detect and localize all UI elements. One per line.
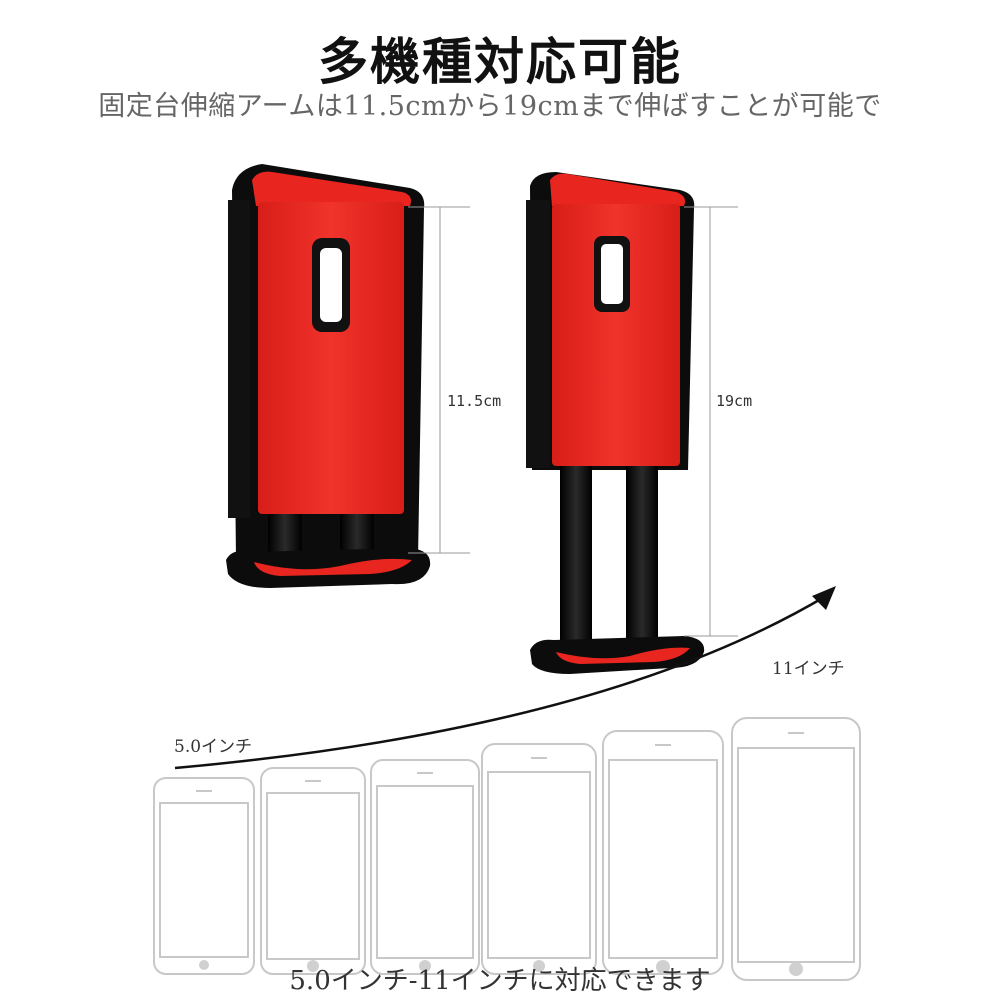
holder-short-length-label: 11.5cm: [447, 392, 502, 410]
phone-row: [153, 717, 861, 981]
phone-icon: [731, 717, 861, 981]
compatibility-caption: 5.0インチ-11インチに対応できます: [289, 966, 711, 996]
phone-icon: [260, 767, 366, 975]
phone-icon: [602, 730, 724, 975]
holder-long: [526, 172, 738, 674]
arrow-head-icon: [812, 586, 836, 610]
holder-long-length-label: 19cm: [716, 392, 753, 410]
arrow-end-label: 11インチ: [772, 659, 845, 679]
phone-icon: [481, 743, 597, 975]
phone-icon: [370, 759, 480, 975]
size-range-arrow: [174, 594, 827, 770]
phone-home-buttons: [199, 960, 803, 976]
page-subtitle: 固定台伸縮アームは11.5cmから19cmまで伸ばすことが可能で: [98, 91, 882, 122]
arrow-start-label: 5.0インチ: [174, 737, 253, 757]
page-title: 多機種対応可能: [318, 33, 682, 91]
holder-short: [226, 164, 470, 588]
phone-icon: [153, 777, 255, 975]
holder-short-plate: [258, 202, 404, 514]
holder-long-plate: [552, 204, 680, 466]
